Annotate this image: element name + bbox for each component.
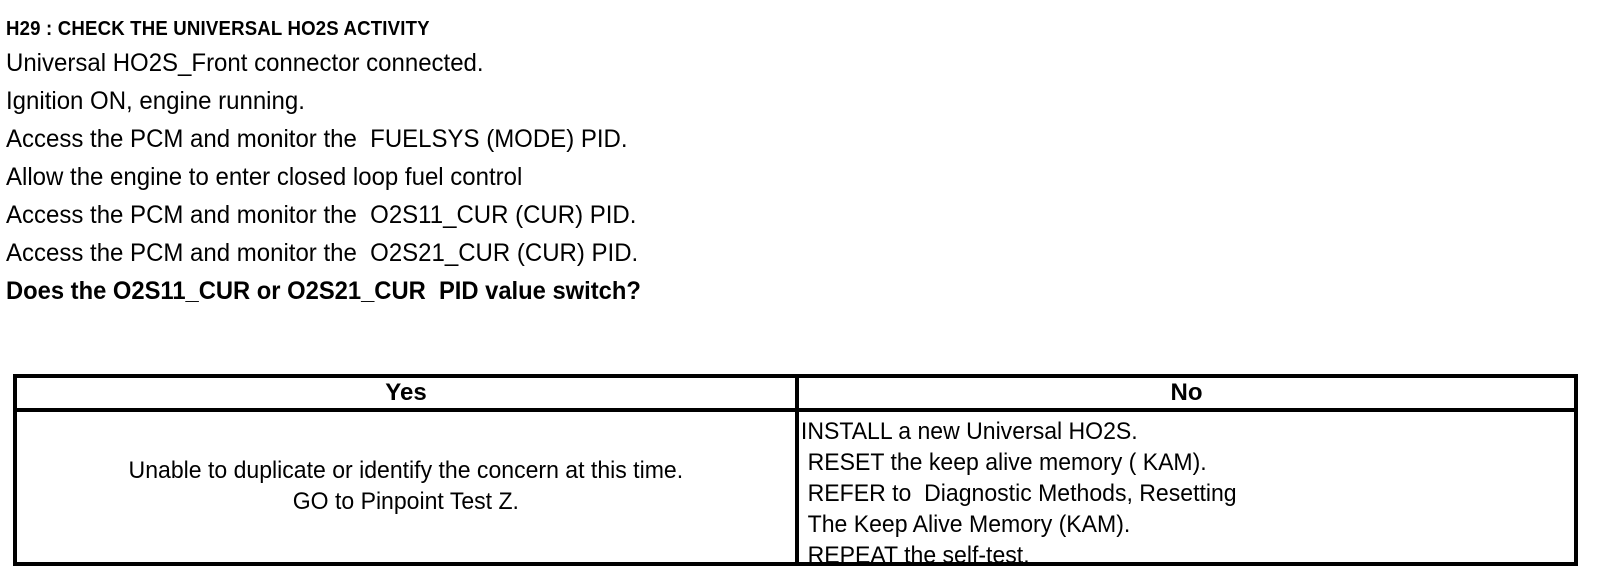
column-header-yes: Yes (385, 379, 427, 406)
no-result-line-3: REFER to Diagnostic Methods, Resetting (807, 480, 1237, 507)
test-step-heading: H29 : CHECK THE UNIVERSAL HO2S ACTIVITY (6, 18, 430, 40)
test-question-line: Does the O2S11_CUR or O2S21_CUR PID valu… (6, 277, 641, 305)
test-step-line-1: Universal HO2S_Front connector connected… (6, 49, 484, 77)
table-column-divider (795, 378, 799, 562)
yes-result-line-2: GO to Pinpoint Test Z. (292, 488, 520, 515)
decision-table-body-row: Unable to duplicate or identify the conc… (17, 412, 1574, 569)
yes-result-cell: Unable to duplicate or identify the conc… (17, 412, 795, 562)
test-step-line-2: Ignition ON, engine running. (6, 87, 305, 115)
test-step-line-5: Access the PCM and monitor the O2S11_CUR… (6, 201, 637, 229)
no-result-line-5: REPEAT the self-test. (807, 542, 1030, 569)
test-step-line-4: Allow the engine to enter closed loop fu… (6, 163, 523, 191)
column-header-no: No (1170, 379, 1203, 406)
no-result-line-2: RESET the keep alive memory ( KAM). (807, 449, 1207, 476)
no-result-line-1: INSTALL a new Universal HO2S. (800, 418, 1138, 445)
test-step-list: H29 : CHECK THE UNIVERSAL HO2S ACTIVITY … (6, 14, 1586, 310)
test-step-line-6: Access the PCM and monitor the O2S21_CUR… (6, 239, 639, 267)
decision-table: Yes No Unable to duplicate or identify t… (13, 374, 1578, 569)
no-result-line-4: The Keep Alive Memory (KAM). (807, 511, 1131, 538)
test-step-line-3: Access the PCM and monitor the FUELSYS (… (6, 125, 628, 153)
decision-table-inner: Yes No Unable to duplicate or identify t… (17, 378, 1574, 569)
yes-result-line-1: Unable to duplicate or identify the conc… (128, 457, 684, 484)
no-result-cell: INSTALL a new Universal HO2S. RESET the … (799, 412, 1574, 569)
